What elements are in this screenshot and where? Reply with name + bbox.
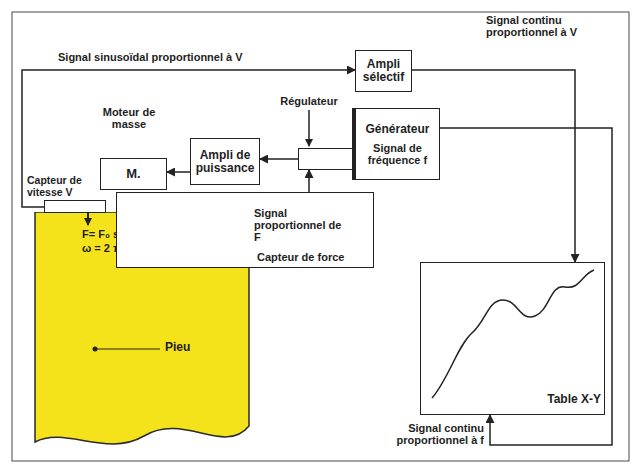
selective-amp-box: Ampli sélectif [355,50,412,92]
part-name: Pieu [165,341,225,354]
signal-label: Signal continu proportionnel à V [486,14,604,38]
motor-box: Moteur de masseM. [100,158,167,190]
pile-body [35,212,249,444]
node-heading: Régulateur [269,95,349,107]
signal-line [440,128,612,445]
plot-curve [432,270,594,398]
process-box-label: Table X-Y [521,393,601,406]
process-box-text: Signal de fréquence f [356,142,439,166]
node-heading: Capteur de vitesse V [27,175,99,198]
signal-label: Signal continu proportionnel à f [378,422,484,446]
signal-label: Signal proportionnel de F [254,207,350,243]
power-amp-box: Ampli de puissance [190,138,260,185]
speed-sensor: Capteur de vitesse V [44,200,106,213]
setpoint-arrow [308,110,310,146]
process-box-label: Générateur [362,123,432,136]
signal-line [167,171,190,173]
leader-line [95,348,160,349]
signal-line [260,158,298,160]
frame [12,12,629,461]
signal-label: Signal sinusoïdal proportionnel à V [58,51,318,63]
xy-plotter-box: Table X-Y [420,262,605,415]
node-heading: Moteur de masse [98,106,160,130]
regulator-box: Régulateur [298,148,356,170]
node-label: M. [123,167,143,181]
node-heading: Capteur de force [257,251,367,263]
force-arrow [87,213,89,225]
signal-line [22,70,355,207]
generator-box: GénérateurSignal de fréquence f [352,108,440,180]
process-box-label: Ampli de puissance [191,149,259,175]
process-box-label: Ampli sélectif [356,58,411,84]
